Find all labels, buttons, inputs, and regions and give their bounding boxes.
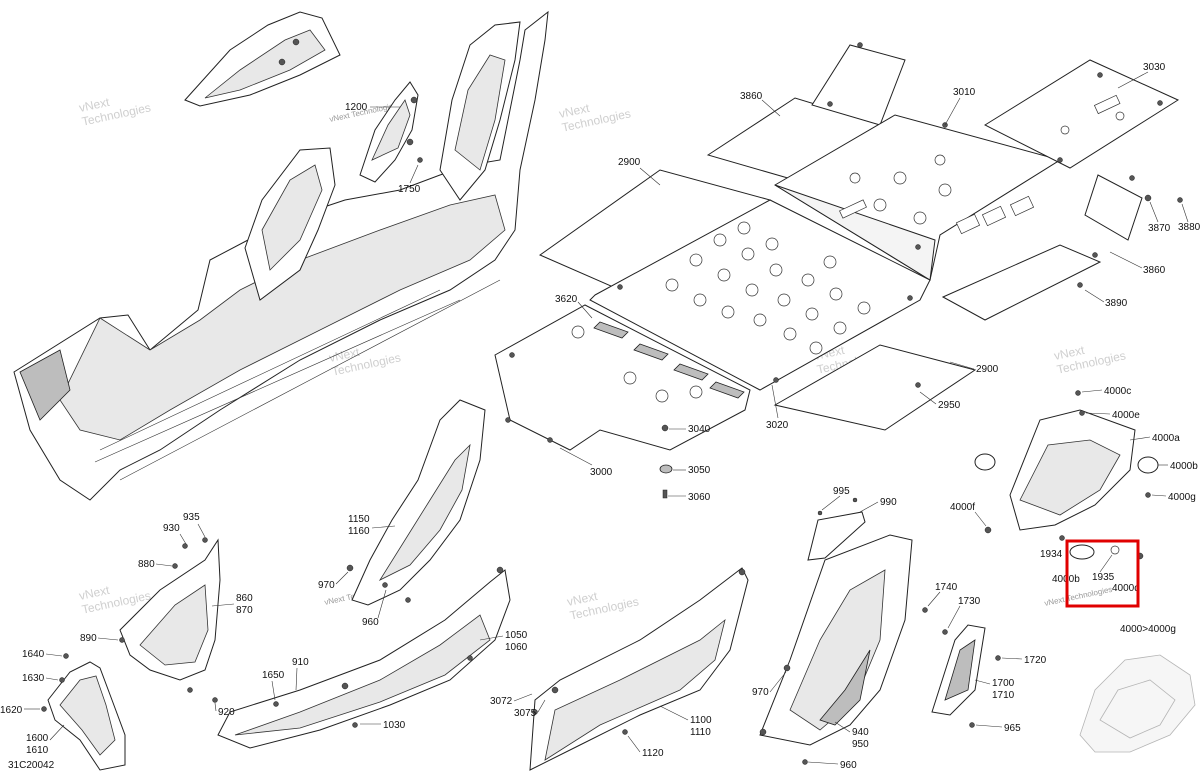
part-label: 935 — [183, 512, 200, 523]
center-panel-1100: 1100 1110 1120 3072 3075 — [490, 567, 749, 771]
part-label: 890 — [80, 633, 97, 644]
part-label: 1050 — [505, 630, 528, 641]
part-label: 1630 — [22, 673, 45, 684]
part-label: 1160 — [348, 526, 370, 537]
part-label: 990 — [880, 497, 897, 508]
part-label: 4000g — [1168, 492, 1196, 503]
part-label: 4000d — [1112, 583, 1140, 594]
rocker-panel-1050: 1050 1060 1030 1650 910 — [217, 566, 528, 749]
panel-1150: 1150 1160 970 960 — [318, 399, 486, 628]
fender-860: 930 935 880 860 870 890 920 — [80, 512, 253, 718]
part-label: 4000a — [1152, 433, 1180, 444]
bracket-1600: 1640 1630 1620 1600 1610 — [0, 649, 126, 771]
right-side-panel: 995 990 970 940 950 960 — [752, 486, 913, 771]
part-label: 920 — [218, 707, 235, 718]
part-label: 1110 — [690, 727, 711, 738]
part-label: 860 — [236, 593, 253, 604]
part-label: 1720 — [1024, 655, 1047, 666]
part-label: 1100 — [690, 715, 712, 726]
part-label: 1700 — [992, 678, 1015, 689]
part-label: 1120 — [642, 748, 664, 759]
part-label: 3075 — [514, 708, 537, 719]
part-label: 2950 — [938, 400, 961, 411]
cover-assembly-preview: 4000>4000g — [1079, 624, 1196, 753]
part-label: 4000f — [950, 502, 975, 513]
part-label: 3860 — [1143, 265, 1166, 276]
watermark-text: vNext Technologies — [1044, 585, 1114, 608]
cover-4000: 4000c 4000e 4000a 4000b 4000g 4000f — [950, 386, 1198, 534]
watermark-text: vNext — [566, 589, 600, 609]
part-label: 4000e — [1112, 410, 1140, 421]
part-label: 1650 — [262, 670, 285, 681]
part-label: 960 — [840, 760, 857, 771]
part-label: 880 — [138, 559, 155, 570]
part-label: 1060 — [505, 642, 528, 653]
part-label: 3020 — [766, 420, 789, 431]
part-label: 3010 — [953, 87, 976, 98]
part-label: 4000>4000g — [1120, 624, 1176, 635]
part-label: 4000c — [1104, 386, 1131, 397]
part-label: 970 — [318, 580, 335, 591]
part-label: 1640 — [22, 649, 45, 660]
part-label: 965 — [1004, 723, 1021, 734]
part-label: 930 — [163, 523, 180, 534]
part-label: 2900 — [618, 157, 641, 168]
part-label: 4000b — [1170, 461, 1198, 472]
watermark-text: vNext — [78, 95, 112, 115]
floor-holes — [665, 221, 871, 355]
part-label: 3860 — [740, 91, 763, 102]
part-label: 3060 — [688, 492, 711, 503]
part-label: 960 — [362, 617, 379, 628]
part-label: 1740 — [935, 582, 958, 593]
watermark-text: vNext — [78, 583, 112, 603]
part-label: 1600 — [26, 733, 49, 744]
side-body-panel — [13, 10, 549, 501]
part-label: 1150 — [348, 514, 370, 525]
part-label: 3880 — [1178, 222, 1200, 233]
part-label: 3870 — [1148, 223, 1171, 234]
part-label: 910 — [292, 657, 309, 668]
watermark-text: vNext — [1053, 343, 1087, 363]
floor-panels: 3860 3010 3030 2900 — [494, 42, 1200, 503]
watermark-text: vNext — [328, 345, 362, 365]
part-label: 2900 — [976, 364, 999, 375]
part-label: 1750 — [398, 184, 421, 195]
part-label: 950 — [852, 739, 869, 750]
highlighted-detail-1935: 1934 1935 4000b 4000d — [1040, 535, 1144, 608]
part-label: 3040 — [688, 424, 711, 435]
drawing-code: 31C20042 — [8, 760, 55, 771]
part-label: 1030 — [383, 720, 406, 731]
part-label: 3000 — [590, 467, 613, 478]
part-label: 1934 — [1040, 549, 1063, 560]
part-label: 1610 — [26, 745, 49, 756]
part-label: 1710 — [992, 690, 1015, 701]
part-label: 3072 — [490, 696, 513, 707]
part-label: 995 — [833, 486, 850, 497]
part-label: 3050 — [688, 465, 711, 476]
part-label: 3620 — [555, 294, 578, 305]
part-label: 1200 — [345, 102, 368, 113]
highlight-box — [1065, 539, 1140, 608]
bracket-1200: 1200 1750 — [345, 81, 423, 195]
tail-light-1700: 1740 1730 1720 1700 1710 965 — [922, 582, 1047, 734]
part-label: 3030 — [1143, 62, 1166, 73]
part-label: 940 — [852, 727, 869, 738]
watermark-text: vNext — [558, 101, 592, 121]
part-label: 1620 — [0, 705, 23, 716]
part-label: 3890 — [1105, 298, 1128, 309]
part-label: 1730 — [958, 596, 981, 607]
part-label: 1935 — [1092, 572, 1115, 583]
top-cover-panel — [184, 11, 341, 107]
part-label: 870 — [236, 605, 253, 616]
part-label: 970 — [752, 687, 769, 698]
